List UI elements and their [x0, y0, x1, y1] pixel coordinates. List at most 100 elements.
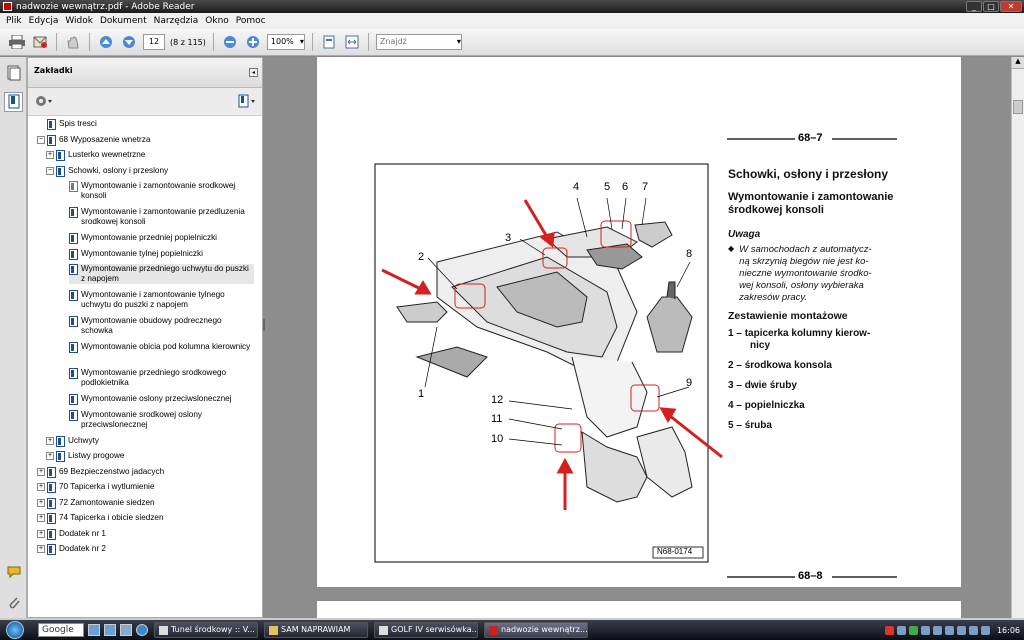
tray-icon[interactable]	[908, 625, 918, 635]
panel-splitter[interactable]	[263, 57, 315, 618]
bookmark-item[interactable]: +Uchwyty	[46, 435, 254, 447]
options-gear-icon[interactable]	[35, 94, 53, 111]
bookmark-icon	[69, 368, 78, 379]
panel-options-button[interactable]: ◂	[249, 68, 258, 77]
bookmark-item[interactable]: +Lusterko wewnetrzne	[46, 150, 254, 161]
tray-icon[interactable]	[896, 625, 906, 635]
task-button-active[interactable]: nadwozie wewnątrz...	[484, 622, 588, 638]
tray-icon[interactable]	[884, 625, 894, 635]
minimize-button[interactable]: _	[966, 1, 982, 12]
vertical-scrollbar[interactable]: ▲	[1011, 57, 1024, 618]
expand-icon[interactable]: +	[46, 151, 54, 159]
previous-page-icon[interactable]	[97, 33, 115, 51]
print-icon[interactable]	[8, 33, 26, 51]
zoom-select[interactable]: 100%▾	[266, 34, 305, 50]
browser-icon	[159, 625, 168, 635]
bookmark-icon	[69, 409, 78, 421]
bookmark-item[interactable]: Wymontowanie oslony przeciwslonecznej	[69, 394, 254, 405]
expand-icon[interactable]: +	[37, 545, 45, 553]
internet-explorer-icon[interactable]	[136, 624, 148, 636]
bookmark-item[interactable]: −68 Wyposazenie wnetrza	[37, 134, 254, 146]
attachment-icon[interactable]	[4, 592, 23, 612]
tray-icon[interactable]	[944, 625, 954, 635]
quicklaunch-app-icon[interactable]	[120, 624, 132, 636]
expand-icon[interactable]: +	[37, 483, 45, 491]
menu-tools[interactable]: Narzędzia	[153, 16, 199, 26]
show-desktop-icon[interactable]	[88, 624, 100, 636]
pages-icon[interactable]	[4, 63, 23, 83]
menu-edit[interactable]: Edycja	[28, 16, 59, 26]
hand-tool-icon[interactable]	[64, 33, 82, 51]
maximize-button[interactable]: □	[983, 1, 999, 12]
window-title: nadwozie wewnątrz.pdf - Adobe Reader	[16, 1, 195, 12]
bookmark-label: Dodatek nr 1	[59, 528, 106, 538]
menu-document[interactable]: Dokument	[99, 16, 147, 26]
email-icon[interactable]	[31, 33, 49, 51]
close-button[interactable]: ✕	[1000, 1, 1022, 12]
bookmark-item[interactable]: Wymontowanie obudowy podrecznego schowka	[69, 316, 254, 336]
bookmarks-icon[interactable]	[4, 92, 23, 112]
scroll-up-icon[interactable]: ▲	[1012, 57, 1024, 69]
next-page-icon[interactable]	[120, 33, 138, 51]
bookmark-item[interactable]: Wymontowanie tylnej popielniczki	[69, 248, 254, 260]
tray-icon[interactable]	[920, 625, 930, 635]
find-input[interactable]: Znajdź▾	[375, 34, 462, 50]
bookmark-icon	[56, 150, 65, 161]
start-button[interactable]	[0, 620, 30, 640]
task-button[interactable]: SAM NAPRAWIAM	[264, 622, 368, 638]
expand-icon[interactable]: +	[46, 436, 54, 445]
subsection-title: Wymontowanie i zamontowanie środkowej ko…	[728, 191, 928, 217]
collapse-icon[interactable]: −	[46, 166, 54, 175]
find-placeholder: Znajdź	[379, 37, 407, 46]
bookmark-item[interactable]: Wymontowanie i zamontowanie srodkowej ko…	[69, 181, 254, 201]
bookmark-item[interactable]: + Dodatek nr 1	[37, 528, 254, 540]
bookmark-item[interactable]: +74 Tapicerka i obicie siedzen	[37, 513, 254, 524]
new-bookmark-icon[interactable]	[238, 94, 256, 111]
expand-icon[interactable]: +	[37, 514, 45, 522]
expand-icon[interactable]: +	[46, 452, 54, 460]
bookmark-item[interactable]: +72 Zamontowanie siedzen	[37, 497, 254, 509]
bookmark-item[interactable]: +70 Tapicerka i wytlumienie	[37, 482, 254, 493]
task-button[interactable]: Tunel środkowy :: V...	[154, 622, 258, 638]
scroll-thumb[interactable]	[1013, 100, 1023, 114]
menu-help[interactable]: Pomoc	[235, 16, 266, 26]
volume-icon[interactable]	[980, 625, 990, 635]
tray-icon[interactable]	[956, 625, 966, 635]
parts-list: 1 – tapicerka kolumny kierow-nicy 2 – śr…	[728, 328, 928, 432]
bookmark-item[interactable]: Spis tresci	[47, 119, 254, 130]
zoom-in-icon[interactable]	[244, 33, 262, 51]
bookmark-tree: Spis tresci −68 Wyposazenie wnetrza +Luste…	[29, 117, 261, 615]
bookmark-item[interactable]: Wymontowanie i zamontowanie przedluzenia…	[69, 207, 254, 227]
expand-icon[interactable]: +	[37, 467, 45, 476]
switch-windows-icon[interactable]	[104, 624, 116, 636]
bookmark-item[interactable]: +Dodatek nr 2	[37, 544, 254, 555]
clock[interactable]: 16:06	[996, 625, 1020, 635]
callout-4: 4	[573, 181, 580, 193]
menu-view[interactable]: Widok	[65, 16, 93, 26]
expand-icon[interactable]: +	[37, 529, 45, 538]
comment-icon[interactable]	[4, 562, 23, 582]
bookmark-item[interactable]: Wymontowanie obicia pod kolumna kierowni…	[69, 342, 254, 353]
bookmark-item[interactable]: Wymontowanie srodkowej oslony przeciwslo…	[69, 409, 254, 430]
bookmark-item[interactable]: +Listwy progowe	[46, 451, 254, 462]
bookmark-item[interactable]: Wymontowanie przedniego srodkowego podlo…	[69, 368, 254, 388]
network-icon[interactable]	[968, 625, 978, 635]
collapse-icon[interactable]: −	[37, 135, 45, 144]
google-search-box[interactable]: Google	[38, 623, 84, 637]
fit-width-icon[interactable]	[343, 33, 361, 51]
bookmark-item[interactable]: Wymontowanie przedniej popielniczki	[69, 233, 254, 244]
menu-window[interactable]: Okno	[205, 16, 229, 26]
tray-icon[interactable]	[932, 625, 942, 635]
fit-page-icon[interactable]	[320, 33, 338, 51]
menu-file[interactable]: Plik	[6, 16, 22, 26]
bookmark-item[interactable]: −Schowki, oslony i przeslony	[46, 165, 254, 177]
task-button[interactable]: GOLF IV serwisówka...	[374, 622, 478, 638]
bookmark-label: 69 Bezpieczenstwo jadacych	[59, 466, 165, 476]
zoom-out-icon[interactable]	[221, 33, 239, 51]
bookmark-item[interactable]: Wymontowanie przedniego uchwytu do puszk…	[69, 264, 254, 284]
bookmark-label: Wymontowanie srodkowej oslony przeciwslo…	[81, 409, 202, 429]
bookmark-item[interactable]: Wymontowanie i zamontowanie tylnego uchw…	[69, 290, 254, 310]
bookmark-item[interactable]: +69 Bezpieczenstwo jadacych	[37, 466, 254, 478]
expand-icon[interactable]: +	[37, 498, 45, 507]
page-number-input[interactable]: 12	[143, 34, 165, 50]
